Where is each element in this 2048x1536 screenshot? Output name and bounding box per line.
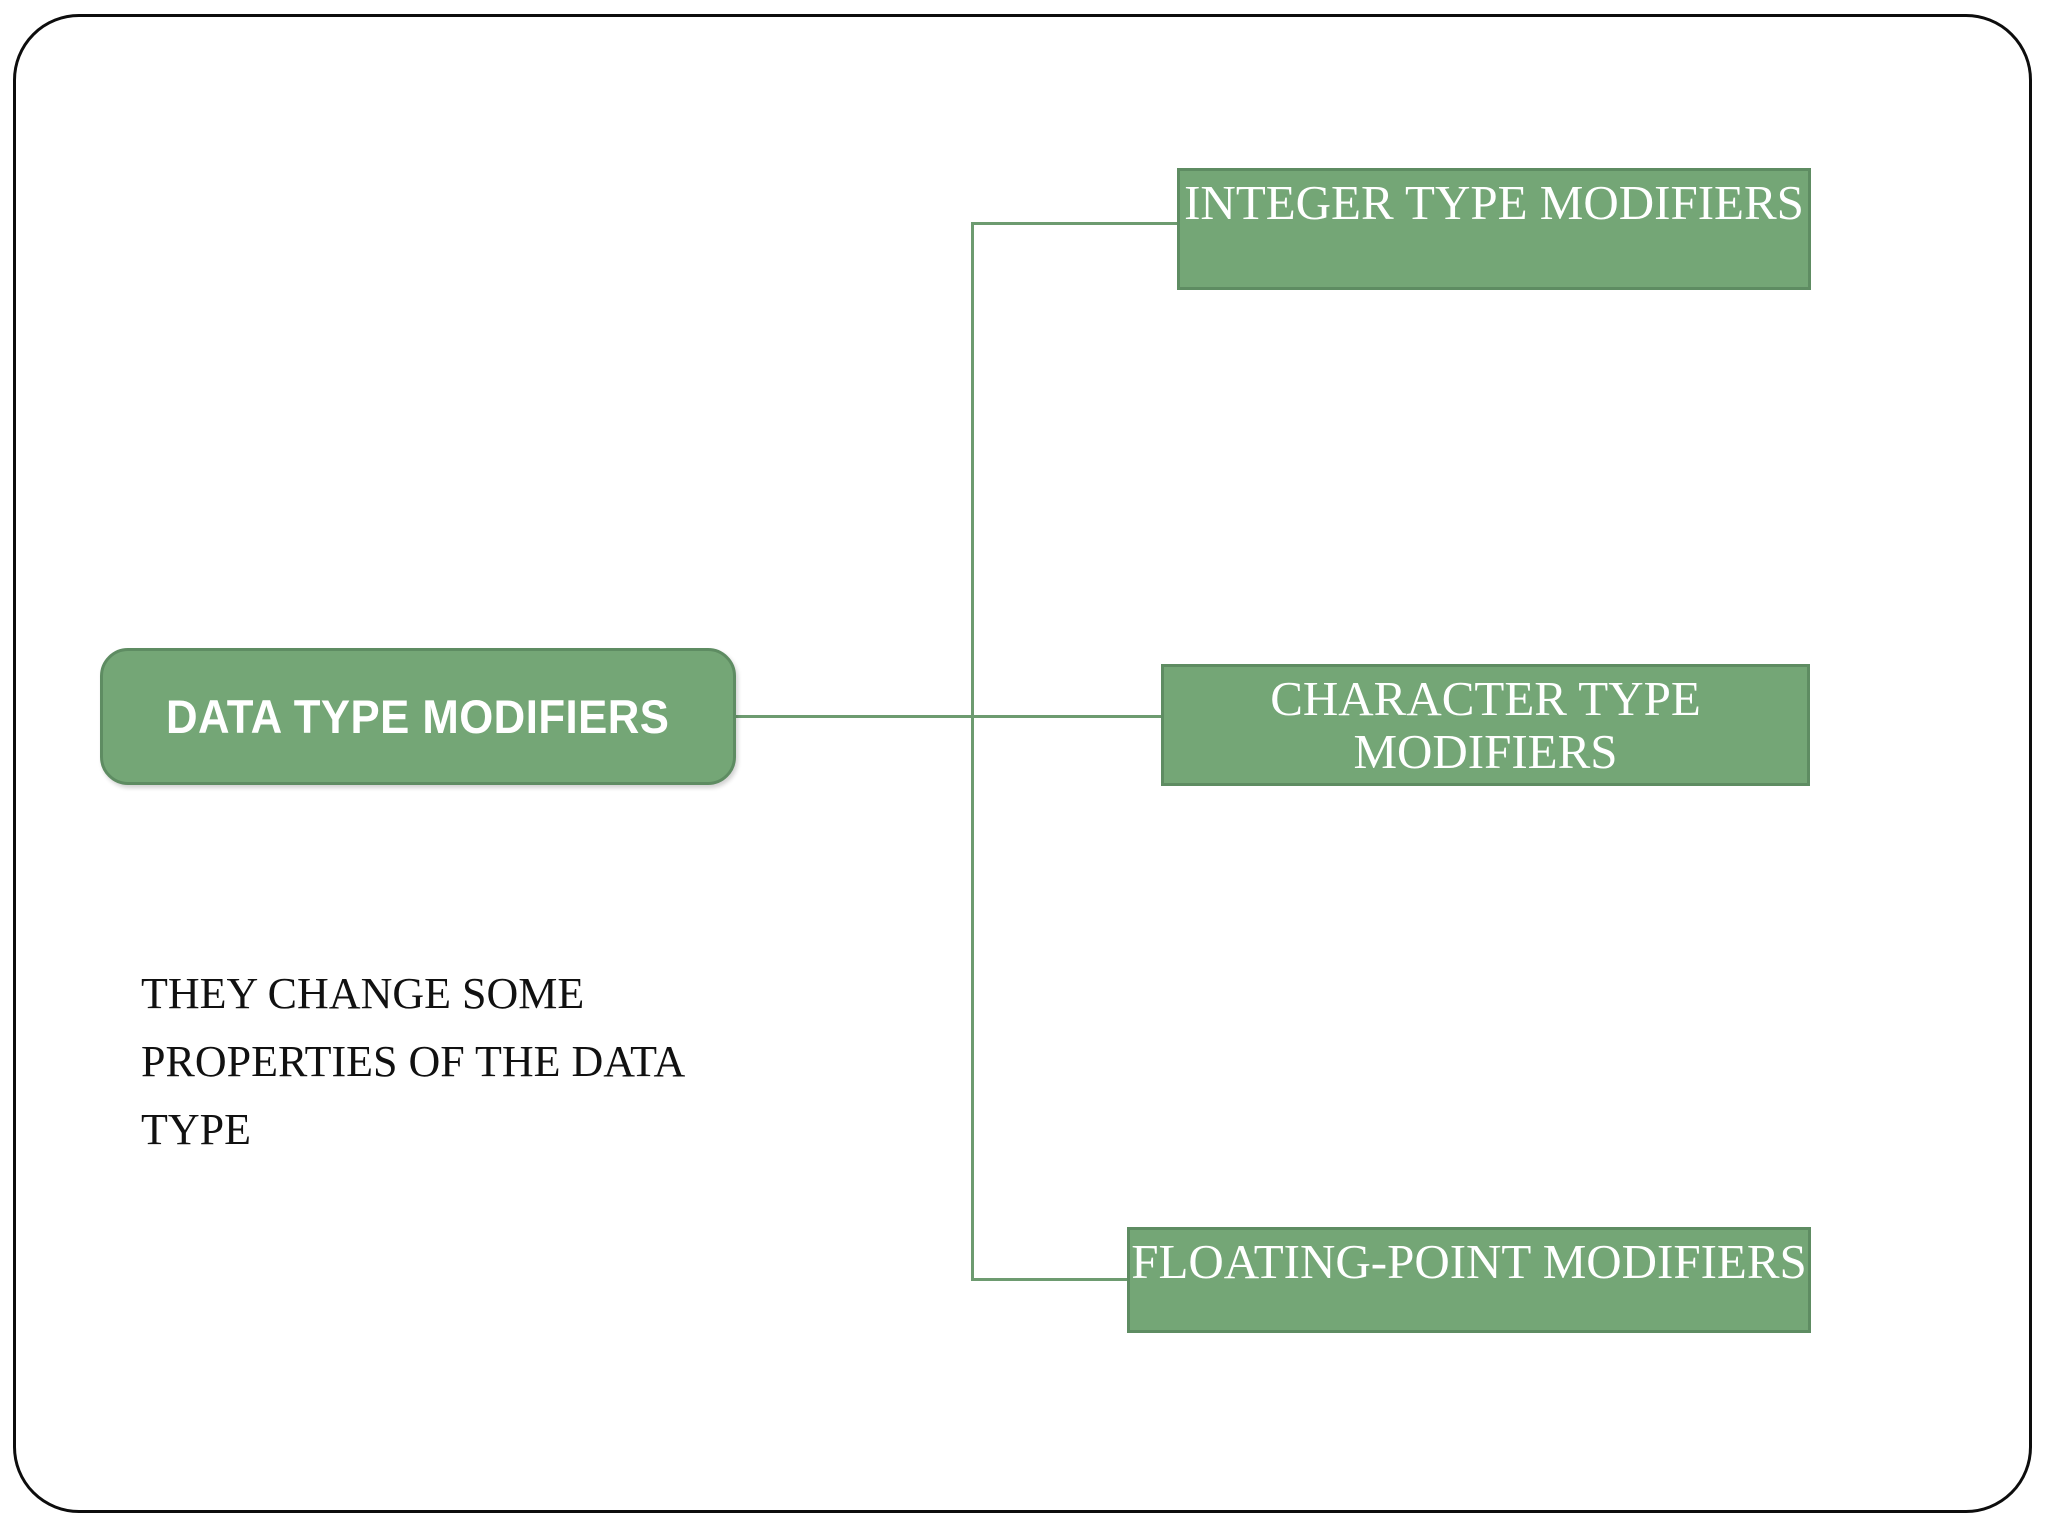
connector-trunk-to-character	[971, 715, 1163, 718]
connector-vertical-trunk	[971, 222, 974, 1281]
connector-trunk-to-integer	[971, 222, 1179, 225]
connector-trunk-to-floating	[971, 1278, 1129, 1281]
branch-box-integer-type-modifiers[interactable]: INTEGER TYPE MODIFIERS	[1177, 168, 1811, 290]
branch-label-character-type-modifiers: CHARACTER TYPE MODIFIERS	[1270, 671, 1701, 779]
branch-label-integer-type-modifiers: INTEGER TYPE MODIFIERS	[1184, 175, 1804, 230]
branch-box-floating-point-modifiers[interactable]: FLOATING-POINT MODIFIERS	[1127, 1227, 1811, 1333]
root-node-label: DATA TYPE MODIFIERS	[166, 690, 670, 743]
description-text: THEY CHANGE SOME PROPERTIES OF THE DATA …	[141, 969, 683, 1155]
branch-label-floating-point-modifiers: FLOATING-POINT MODIFIERS	[1131, 1234, 1807, 1289]
root-node-data-type-modifiers[interactable]: DATA TYPE MODIFIERS	[100, 648, 736, 785]
connector-root-to-trunk	[736, 715, 973, 718]
branch-box-character-type-modifiers[interactable]: CHARACTER TYPE MODIFIERS	[1161, 664, 1810, 786]
